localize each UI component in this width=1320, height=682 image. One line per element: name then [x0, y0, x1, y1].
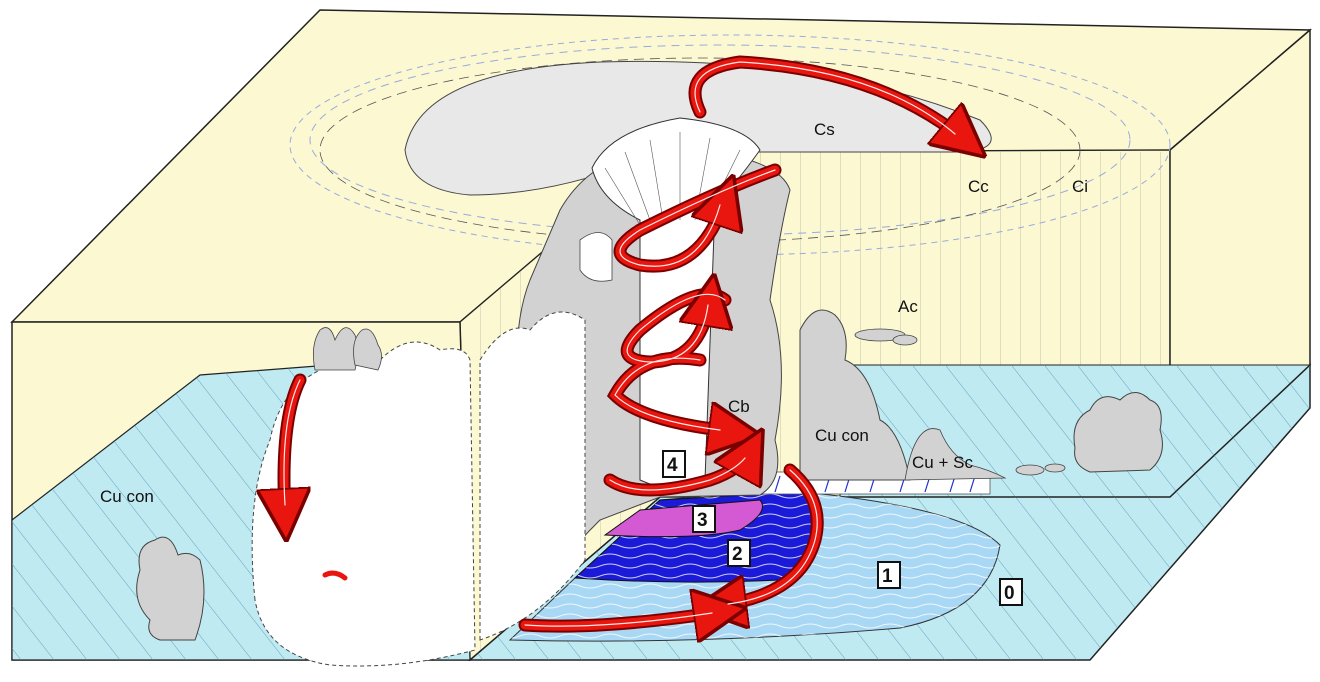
white-cumulus-cluster: [136, 232, 613, 667]
white-cu-back: [479, 311, 586, 641]
svg-text:2: 2: [732, 544, 743, 565]
airflow-arrows: [284, 55, 965, 626]
label-cu-sc: Cu + Sc: [912, 453, 973, 472]
zone-marker-1: 1: [877, 561, 901, 589]
zone-3-area: [603, 499, 763, 538]
svg-text:0: 0: [1004, 583, 1015, 604]
svg-text:1: 1: [882, 566, 893, 587]
label-ac: Ac: [898, 297, 918, 316]
label-cs: Cs: [814, 120, 835, 139]
zone-marker-0: 0: [999, 578, 1023, 606]
distant-cu-right: [1073, 392, 1163, 473]
cu-con-back: [799, 309, 911, 481]
white-cu-mass: [251, 341, 476, 667]
label-ci: Ci: [1072, 177, 1088, 196]
label-cu-con-center: Cu con: [815, 426, 869, 445]
zone-markers: 4 3 2 1 0: [662, 450, 1023, 606]
zone-marker-3: 3: [692, 505, 716, 533]
svg-text:3: 3: [697, 510, 708, 531]
distant-cu-left: [136, 536, 205, 641]
svg-text:4: 4: [667, 455, 678, 476]
cloud-labels: Cs Cc Ci Ac Cb Cu con Cu + Sc Cu con: [100, 120, 1088, 506]
zone-marker-2: 2: [727, 539, 751, 567]
label-cb: Cb: [728, 397, 750, 416]
label-cu-con-left: Cu con: [100, 487, 154, 506]
label-cc: Cc: [968, 177, 989, 196]
zone-marker-4: 4: [662, 450, 686, 478]
